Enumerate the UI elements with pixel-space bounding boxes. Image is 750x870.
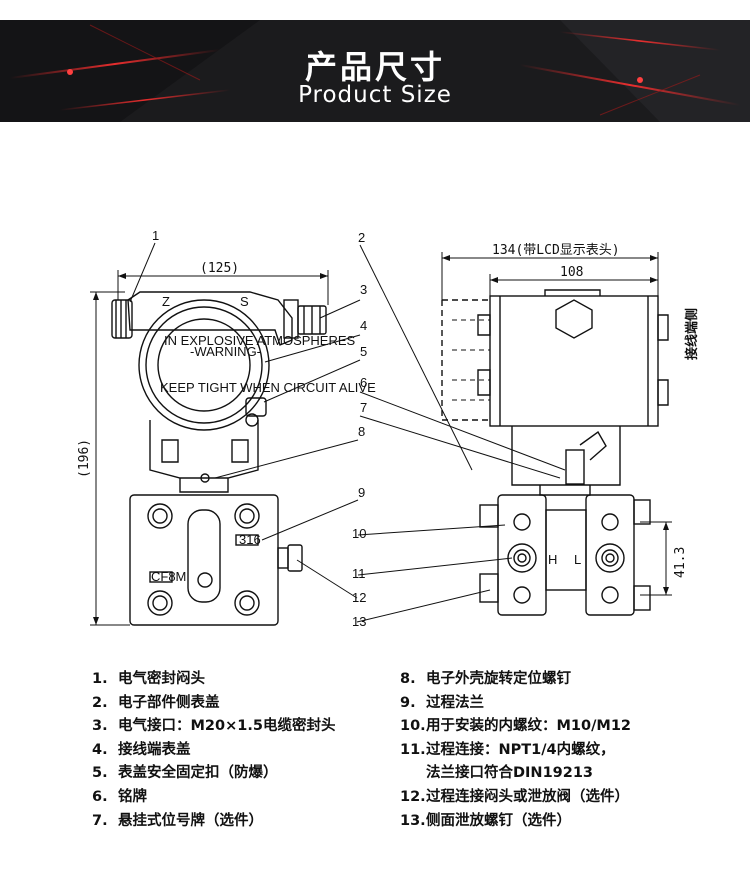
dimension-drawing: 1 2 3 4 5 6 7 8 9 10 11 12 13 (125) (196…: [77, 228, 699, 629]
callout-8: 8: [358, 424, 365, 439]
legend-item: 10.用于安装的内螺纹：M10/M12: [400, 715, 631, 739]
legend-number: 8.: [400, 671, 416, 687]
leader-lines: [129, 242, 566, 623]
legend-item: 1. 电气密封闷头: [92, 668, 335, 692]
side-view: [441, 252, 672, 616]
flange-tag2-text: CF8M: [151, 569, 186, 584]
callout-3: 3: [360, 282, 367, 297]
legend-item: 6. 铭牌: [92, 786, 335, 810]
legend-number: 11.: [400, 741, 426, 758]
legend-text: 用于安装的内螺纹：M10/M12: [426, 718, 632, 735]
callout-4: 4: [360, 318, 367, 333]
legend-text: 铭牌: [118, 788, 147, 805]
legend-number: 9.: [400, 694, 416, 711]
process-flange-front: [129, 494, 279, 626]
page-title: 产品尺寸: [304, 48, 445, 86]
electrical-plug-left: [111, 299, 133, 339]
legend-item: 2. 电子部件侧表盖: [92, 692, 335, 716]
vent-plug: [287, 544, 303, 572]
legend-number: 5.: [92, 765, 108, 782]
callout-9: 9: [358, 485, 365, 500]
legend-text: 过程法兰: [426, 694, 484, 711]
legend-item-continued: 法兰接口符合DIN19213: [400, 762, 631, 786]
flange-tag-316: [235, 534, 259, 546]
dim-total-134: 134(带LCD显示表头): [492, 243, 620, 258]
legend-item: 7. 悬挂式位号牌（选件）: [92, 810, 335, 834]
legend-item: 4. 接线端表盖: [92, 739, 335, 763]
legend-text: 过程连接：NPT1/4内螺纹，: [426, 741, 615, 758]
cover-text-middle: -WARNING-: [190, 344, 261, 359]
dim-body-108: 108: [560, 265, 583, 280]
hanging-tag: [565, 449, 585, 485]
dim-height-196: (196): [77, 439, 92, 478]
legend-number: 6.: [92, 788, 108, 805]
callout-7: 7: [360, 400, 367, 415]
legend-number: 13.: [400, 812, 426, 829]
front-view: [90, 270, 329, 626]
cover-text-top: KEEP TIGHT WHEN CIRCUIT ALIVE: [160, 380, 376, 395]
header-banner: 产品尺寸 Product Size: [0, 20, 750, 122]
flange-l: [585, 494, 635, 616]
flange-tag-text: 316: [239, 532, 261, 547]
legend-number: 10.: [400, 718, 426, 735]
legend-text: 电子外壳旋转定位螺钉: [426, 671, 571, 687]
callout-12: 12: [352, 590, 366, 605]
legend-number: 1.: [92, 671, 108, 687]
legend-number: 4.: [92, 741, 108, 758]
legend-item: 13.侧面泄放螺钉（选件）: [400, 810, 631, 834]
label-terminal-side: 接线端侧: [684, 308, 699, 360]
flange-tag-cf8m: [149, 571, 173, 583]
legend-item: 5. 表盖安全固定扣（防爆）: [92, 762, 335, 786]
cover-text-bottom: IN EXPLOSIVE ATMOSPHERES: [164, 333, 356, 348]
banner-background-art: [0, 20, 750, 122]
electronics-housing-side: [489, 295, 659, 427]
top-gland: [555, 299, 593, 339]
legend-item: 8. 电子外壳旋转定位螺钉: [400, 668, 631, 692]
callout-1: 1: [152, 228, 159, 243]
callout-10: 10: [352, 526, 366, 541]
callout-6: 6: [360, 375, 367, 390]
callout-5: 5: [360, 344, 367, 359]
legend-left-column: 1. 电气密封闷头 2. 电子部件侧表盖 3. 电气接口：M20×1.5电缆密封头 4…: [92, 668, 335, 833]
callout-11: 11: [352, 566, 366, 581]
legend-number: 3.: [92, 718, 108, 735]
page-subtitle: Product Size: [298, 82, 452, 108]
port-l: [595, 543, 625, 573]
legend-item: 9. 过程法兰: [400, 692, 631, 716]
port-h: [507, 543, 537, 573]
terminal-cover: [138, 299, 270, 431]
cover-letter-s: S: [240, 294, 249, 309]
legend-text: 电气密封闷头: [118, 671, 205, 687]
legend-text: 电气接口：M20×1.5电缆密封头: [118, 718, 336, 735]
legend-item: 3. 电气接口：M20×1.5电缆密封头: [92, 715, 335, 739]
legend-text: 表盖安全固定扣（防爆）: [118, 765, 278, 782]
callout-2: 2: [358, 230, 365, 245]
cover-letter-z: Z: [162, 294, 170, 309]
legend-number: 2.: [92, 694, 108, 711]
callout-13: 13: [352, 614, 366, 629]
rotation-screw: [200, 473, 210, 483]
legend-number: 12.: [400, 788, 426, 805]
legend-text: 法兰接口符合DIN19213: [426, 765, 594, 782]
legend-text: 电子部件侧表盖: [118, 694, 220, 711]
legend-right-column: 8.电子外壳旋转定位螺钉 9.过程法兰 10.用于安装的内螺纹：M10/M12 …: [400, 668, 631, 833]
legend-item: 11.过程连接：NPT1/4内螺纹，: [400, 739, 631, 763]
legend-text: 过程连接闷头或泄放阀（选件）: [426, 788, 629, 805]
legend-text: 接线端表盖: [118, 741, 191, 758]
dim-bolt-41-3: 41.3: [673, 547, 688, 578]
legend-number: 7.: [92, 812, 108, 829]
housing-top: [127, 291, 293, 346]
flange-h: [497, 494, 547, 616]
port-label-l: L: [574, 552, 581, 567]
legend-text: 侧面泄放螺钉（选件）: [426, 812, 571, 829]
dim-width-125: (125): [200, 261, 239, 276]
legend-item: 12.过程连接闷头或泄放阀（选件）: [400, 786, 631, 810]
port-label-h: H: [548, 552, 557, 567]
legend-text: 悬挂式位号牌（选件）: [118, 812, 263, 829]
